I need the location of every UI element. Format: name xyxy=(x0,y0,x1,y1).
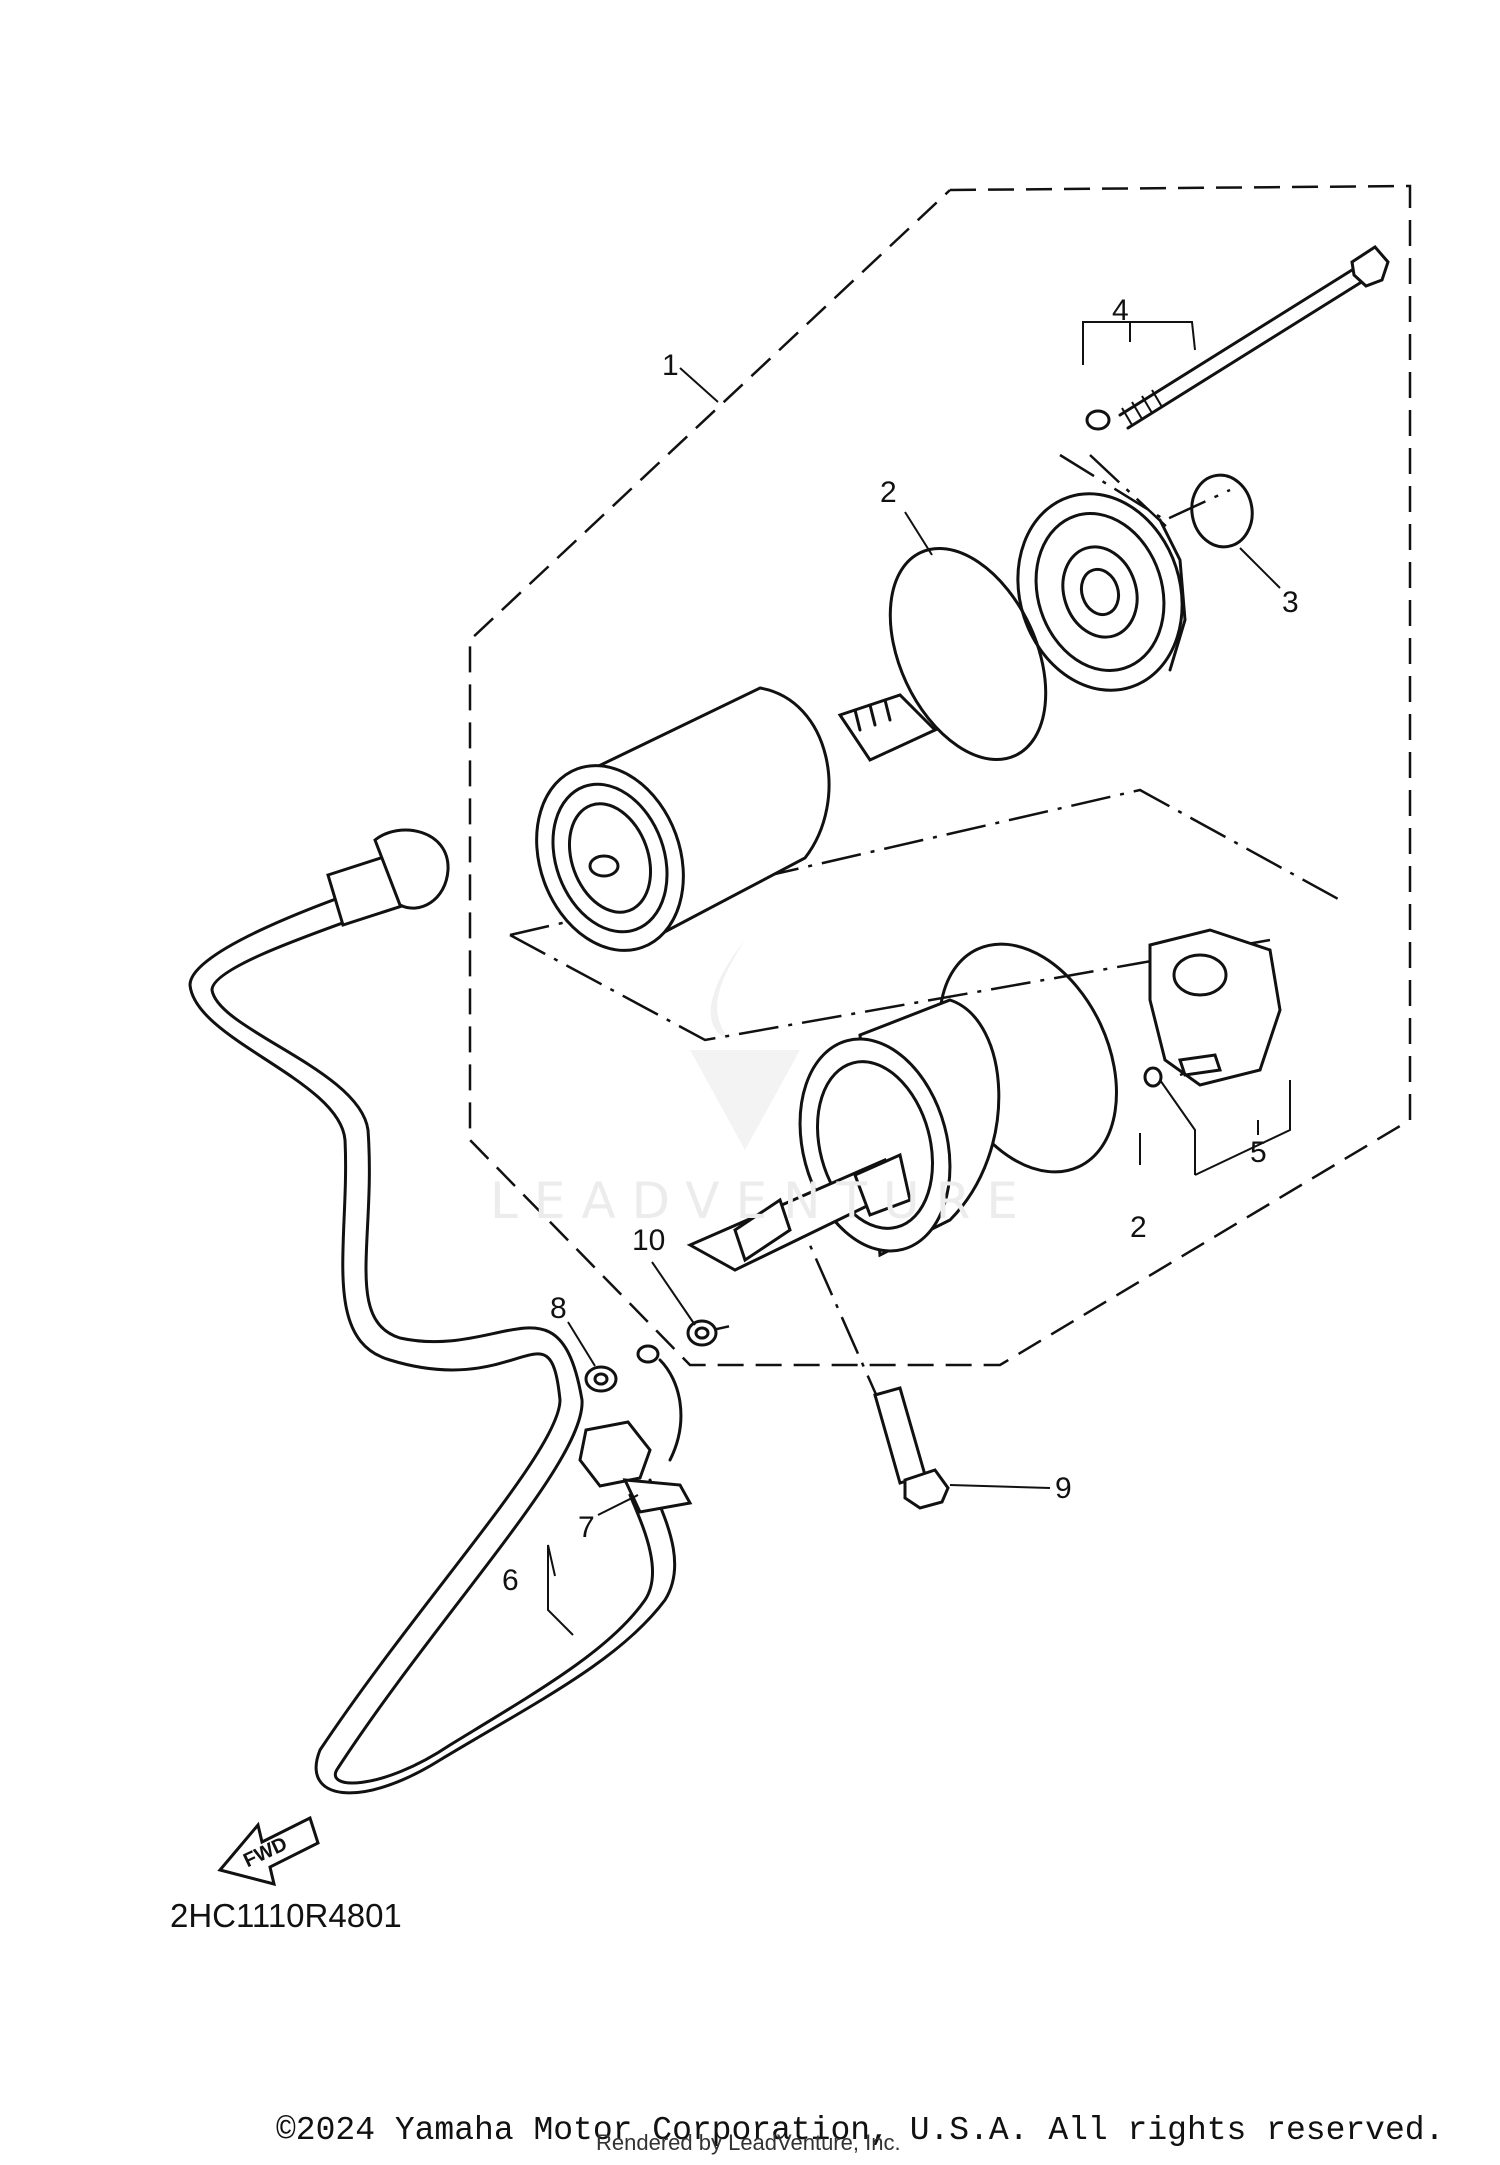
callout-4: 4 xyxy=(1112,294,1129,327)
o-ring-small xyxy=(1190,473,1254,549)
fwd-direction-arrow: FWD xyxy=(217,1815,320,1887)
terminal-washer xyxy=(636,1344,660,1364)
watermark-text: LEADVENTURE xyxy=(490,1172,1034,1230)
terminal-nut xyxy=(584,1365,618,1393)
callout-2-upper: 2 xyxy=(880,476,897,509)
leadventure-watermark-logo xyxy=(690,940,800,1150)
callout-5: 5 xyxy=(1250,1136,1267,1169)
through-bolt xyxy=(1085,245,1390,431)
callout-1: 1 xyxy=(662,349,679,382)
terminal-nut-10 xyxy=(686,1319,718,1347)
armature-yoke xyxy=(535,686,938,952)
brush-plate xyxy=(1143,928,1282,1088)
callout-3: 3 xyxy=(1282,586,1299,619)
callout-10: 10 xyxy=(632,1224,665,1257)
callout-leader-lines xyxy=(547,321,1291,1636)
callout-8: 8 xyxy=(550,1292,567,1325)
rendered-by-notice: Rendered by LeadVenture, Inc. xyxy=(596,2130,901,2155)
callout-7: 7 xyxy=(578,1511,595,1544)
callout-6: 6 xyxy=(502,1564,519,1597)
copyright-notice: ©2024 Yamaha Motor Corporation, U.S.A. A… xyxy=(276,2112,1445,2149)
rear-cover-bracket xyxy=(1016,492,1187,692)
o-ring-upper xyxy=(888,547,1048,761)
front-cover-brush-holder xyxy=(686,998,1001,1272)
mounting-bolt xyxy=(873,1386,950,1510)
callout-2-lower: 2 xyxy=(1130,1211,1147,1244)
callout-9: 9 xyxy=(1055,1472,1072,1505)
starter-cable xyxy=(188,828,693,1795)
assembly-boundary-dashed xyxy=(468,184,1412,1367)
diagram-code: 2HC1110R4801 xyxy=(170,1897,402,1934)
callout-numbers: 1 2 3 4 2 5 10 8 9 7 6 xyxy=(502,294,1299,1597)
